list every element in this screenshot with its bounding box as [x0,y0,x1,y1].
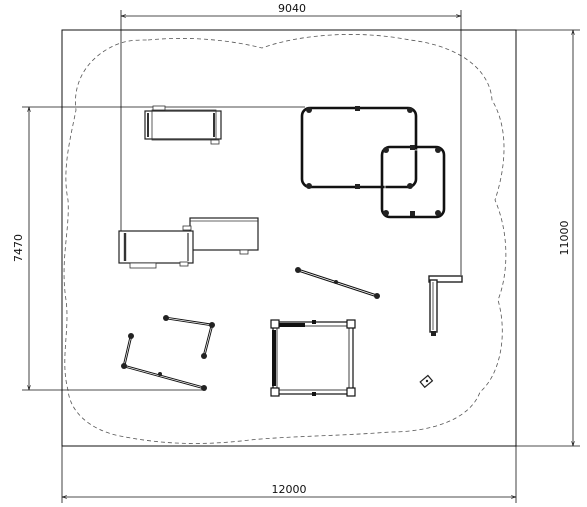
dimension-9040-label: 9040 [278,2,306,15]
dimension-7470-label: 7470 [12,234,25,262]
cabinet-unit-top-left [144,105,222,145]
dimension-12000-label: 12000 [272,483,307,496]
play-area-outline [63,34,507,444]
dimension-12000: 12000 [61,446,517,503]
dimension-11000-label: 11000 [558,221,571,256]
dimension-9040: 9040 [120,2,462,275]
double-bench-unit [118,217,259,269]
climbing-frame-large [300,106,418,189]
signpost-unit [428,275,463,336]
bar-frame-right [163,315,215,359]
balance-beam [295,267,380,299]
small-marker [419,374,434,389]
bar-frame-left [121,333,207,391]
dimension-11000: 11000 [516,29,580,447]
climbing-frame-small [380,145,446,219]
square-frame-unit [270,319,356,397]
site-boundary [61,29,517,447]
